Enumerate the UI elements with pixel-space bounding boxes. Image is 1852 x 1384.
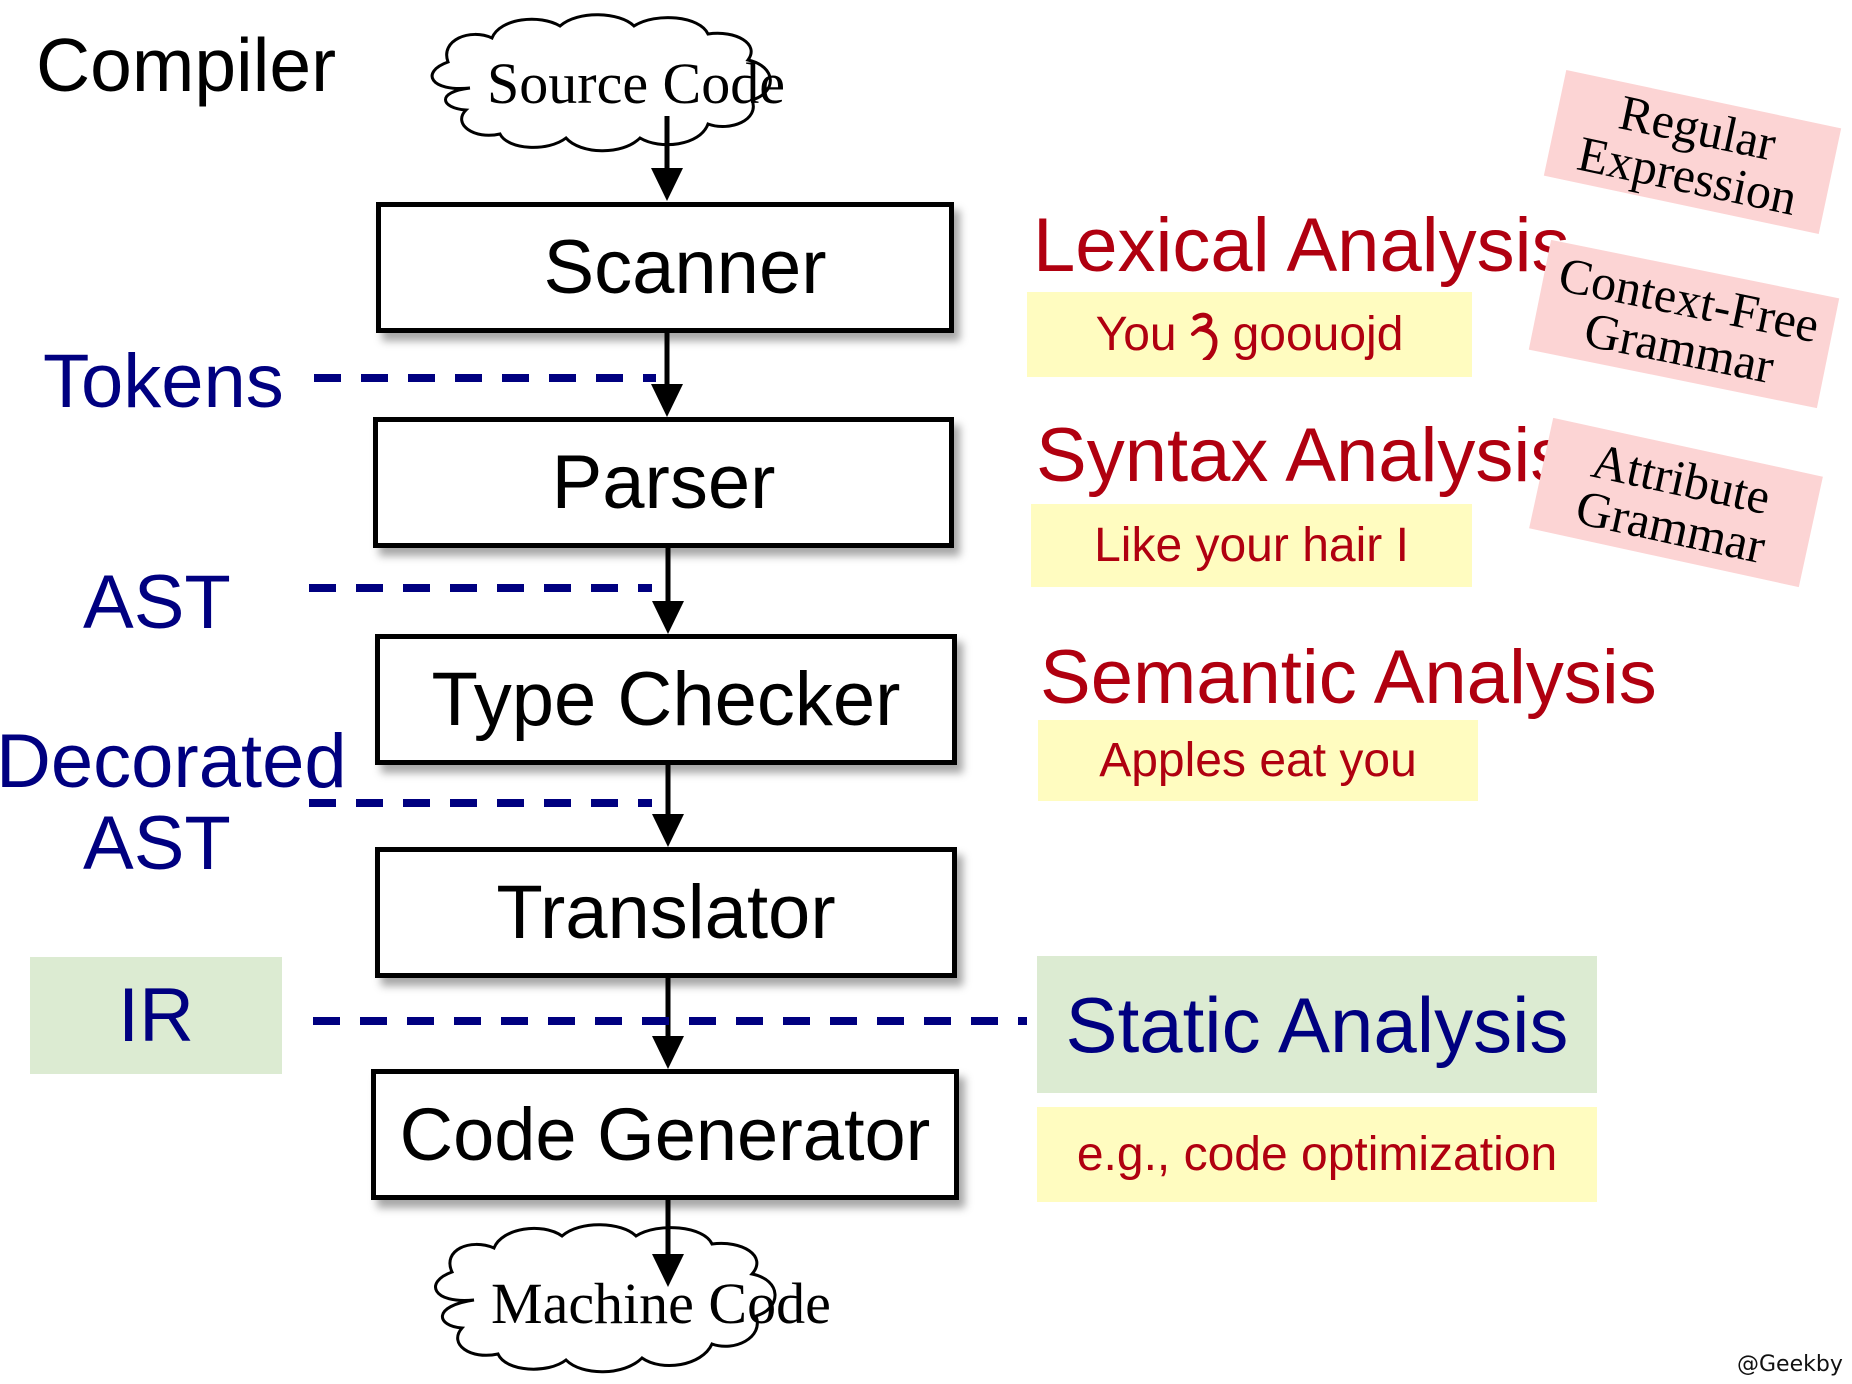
ast-label: AST (83, 560, 231, 645)
syntax-example: Like your hair I (1094, 519, 1409, 572)
decorated-ast-label-line2: AST (83, 801, 231, 886)
lexical-analysis-title: Lexical Analysis (1033, 203, 1570, 288)
stage-label: Scanner (543, 225, 827, 310)
lexical-example-before: You (1095, 308, 1177, 361)
stage-translator: Translator (375, 847, 957, 978)
static-analysis-title: Static Analysis (1065, 980, 1569, 1069)
syntax-example-box: Like your hair I (1031, 504, 1472, 587)
machine-code-label: Machine Code (491, 1271, 831, 1336)
static-example: e.g., code optimization (1076, 1128, 1558, 1181)
watermark: @Geekby (1737, 1352, 1843, 1377)
arrow-scanner-to-parser (651, 333, 683, 417)
static-analysis-box: Static Analysis (1037, 956, 1597, 1093)
stage-parser: Parser (373, 417, 954, 548)
semantic-example: Apples eat you (1099, 734, 1417, 787)
scrambled-glyph-icon (1190, 312, 1218, 360)
arrow-source-to-scanner (651, 116, 683, 201)
stage-label: Code Generator (399, 1093, 931, 1176)
stage-scanner: Scanner (376, 202, 954, 333)
stage-label: Translator (496, 870, 836, 955)
source-code-label: Source Code (487, 51, 785, 116)
formalism-note-regular-expression: Regular Expression (1543, 69, 1842, 235)
diagram-title: Compiler (36, 23, 337, 107)
stage-label: Parser (551, 440, 776, 525)
formalism-note-attribute-grammar: Attribute Grammar (1529, 417, 1823, 588)
stage-label: Type Checker (431, 657, 901, 742)
arrow-typechecker-to-translator (652, 765, 684, 847)
decorated-ast-label-line1: Decorated (0, 719, 347, 804)
semantic-analysis-title: Semantic Analysis (1040, 635, 1657, 720)
formalism-note-context-free-grammar: Context-Free Grammar (1528, 239, 1840, 409)
ir-highlight-box: IR (30, 957, 282, 1074)
semantic-example-box: Apples eat you (1038, 720, 1478, 801)
syntax-analysis-title: Syntax Analysis (1036, 413, 1569, 498)
lexical-example-after: goouojd (1232, 308, 1404, 361)
ir-label: IR (118, 972, 194, 1058)
arrow-parser-to-typechecker (652, 548, 684, 634)
lexical-example-box: You goouojd (1027, 292, 1472, 377)
stage-type-checker: Type Checker (375, 634, 957, 765)
tokens-label: Tokens (43, 339, 284, 424)
static-example-box: e.g., code optimization (1037, 1107, 1597, 1202)
stage-code-generator: Code Generator (371, 1069, 959, 1200)
arrow-translator-to-codegen (652, 978, 684, 1069)
